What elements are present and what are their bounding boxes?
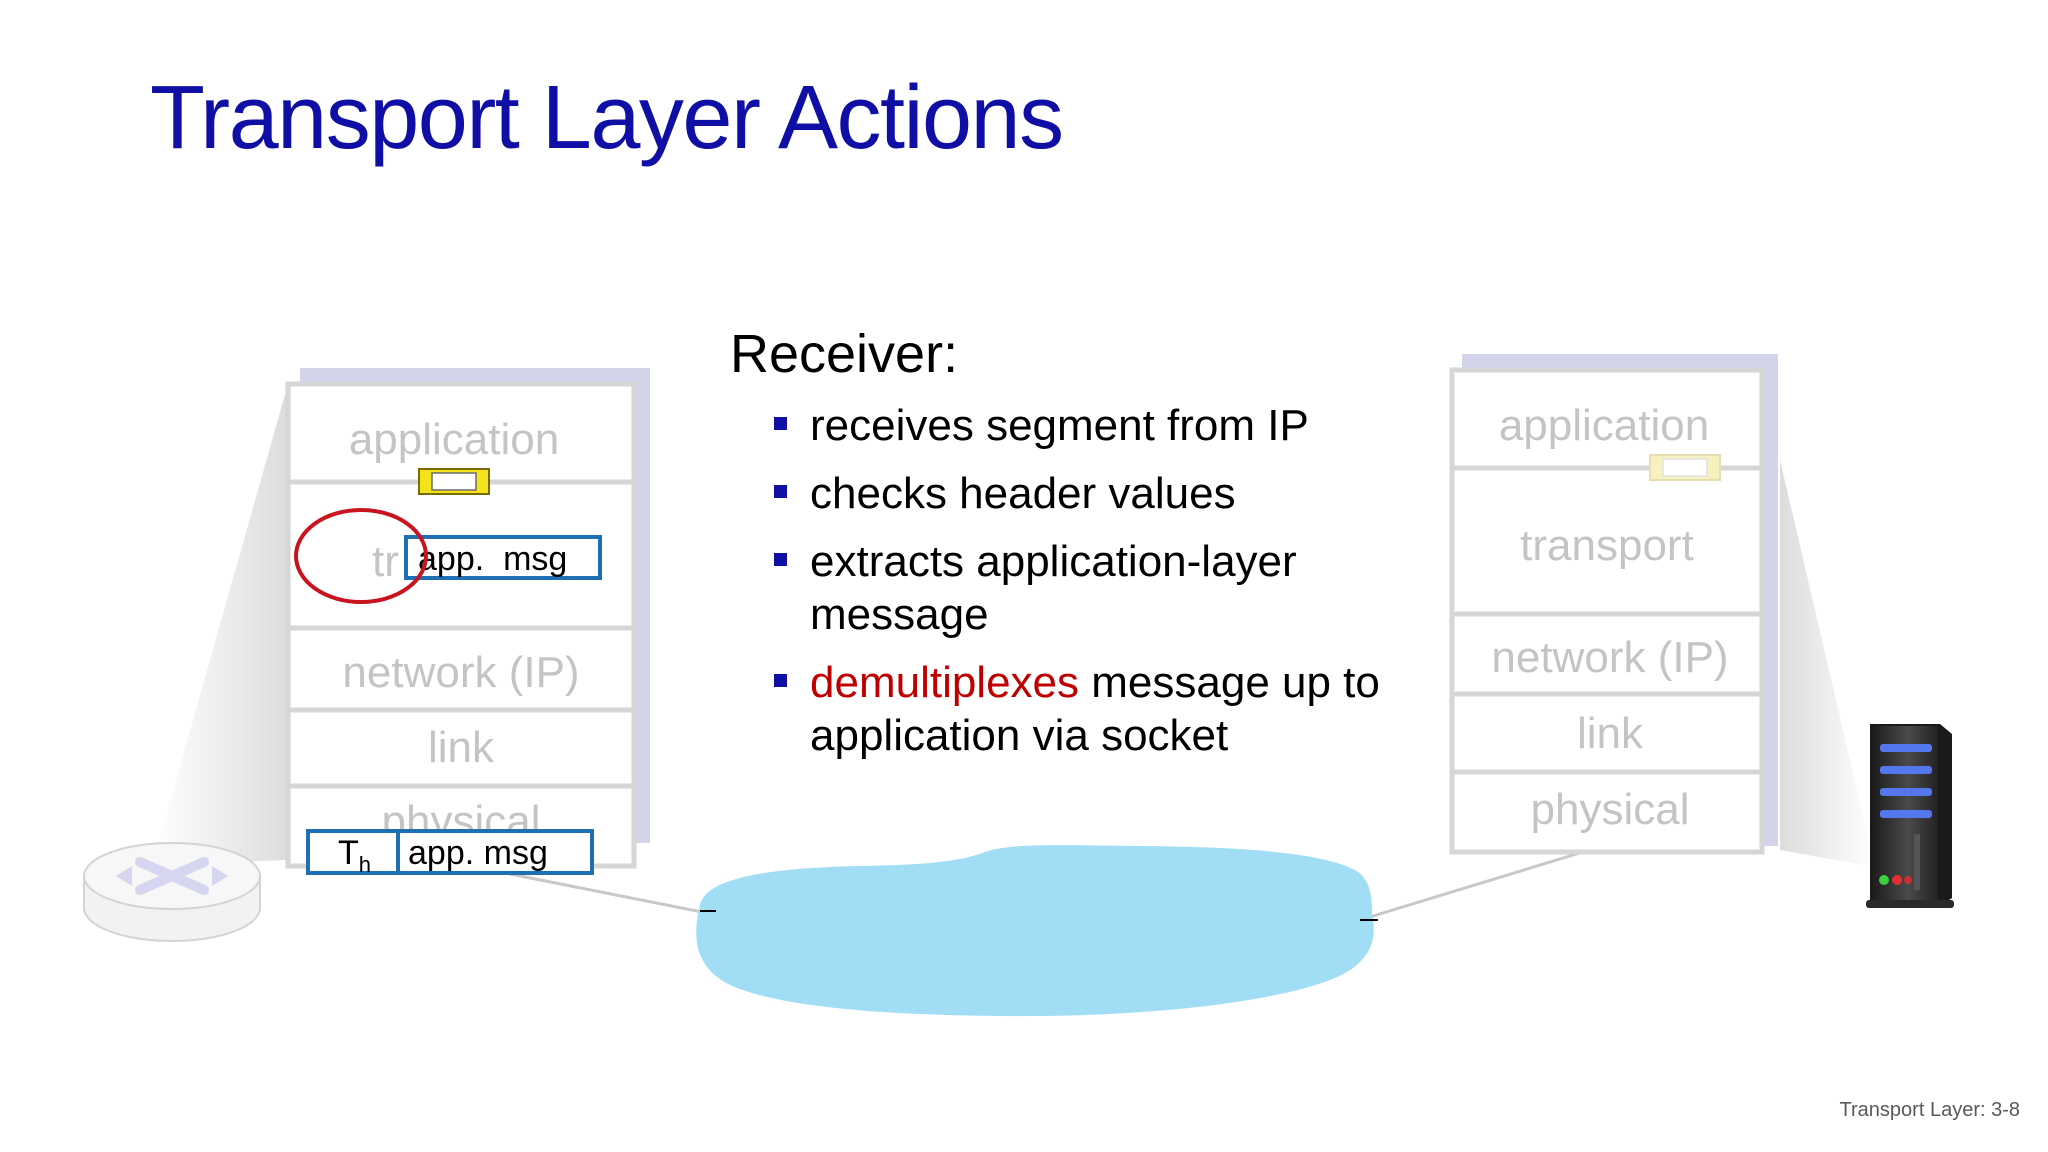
left-layer-transport: tr xyxy=(372,537,399,586)
bullet-square-icon xyxy=(774,416,787,430)
receiver-heading: Receiver: xyxy=(730,324,959,384)
left-layer-application: application xyxy=(349,415,559,464)
right-layer-link: link xyxy=(1577,709,1644,758)
bullet-item: receives segment from IP xyxy=(730,399,1430,452)
left-layer-network: network (IP) xyxy=(342,648,579,697)
right-layer-physical: physical xyxy=(1531,785,1690,834)
right-layer-network: network (IP) xyxy=(1491,633,1728,682)
highlight-circle xyxy=(294,508,428,604)
slide-footer: Transport Layer: 3-8 xyxy=(1839,1099,2020,1121)
segment-header-label: Th xyxy=(338,834,371,877)
bullet-square-icon xyxy=(774,484,787,498)
bullet-square-icon xyxy=(774,673,787,687)
right-layer-application: application xyxy=(1499,401,1709,450)
server-icon xyxy=(1866,724,1954,908)
app-message-box: app. msg xyxy=(404,535,602,580)
link-line-left xyxy=(499,870,713,916)
bullet-item: demultiplexes message up to application … xyxy=(730,656,1430,762)
receiver-bullets: receives segment from IP checks header v… xyxy=(730,399,1430,762)
left-layer-link: link xyxy=(428,723,495,772)
socket-icon xyxy=(418,468,490,495)
app-message-label: app. msg xyxy=(418,540,567,578)
bullet-square-icon xyxy=(774,552,787,566)
slide-title: Transport Layer Actions xyxy=(150,68,1064,168)
bullet-item: extracts application-layer message xyxy=(730,535,1430,641)
right-protocol-stack: application transport network (IP) link … xyxy=(1449,354,1778,855)
receiver-panel: Receiver: receives segment from IP check… xyxy=(730,322,1430,777)
left-protocol-stack: application tr network (IP) link physica… xyxy=(285,368,650,869)
demultiplexes-highlight: demultiplexes xyxy=(810,657,1080,707)
segment: Th app. msg xyxy=(306,829,594,877)
right-projection xyxy=(1780,460,1875,867)
left-projection xyxy=(152,384,288,865)
right-layer-transport: transport xyxy=(1520,521,1694,570)
router-icon xyxy=(83,842,261,942)
network-cloud-icon xyxy=(696,845,1374,1017)
socket-icon-faded xyxy=(1649,454,1721,481)
bullet-item: checks header values xyxy=(730,467,1430,520)
segment-payload-label: app. msg xyxy=(408,834,548,872)
link-line-right xyxy=(1359,846,1597,922)
